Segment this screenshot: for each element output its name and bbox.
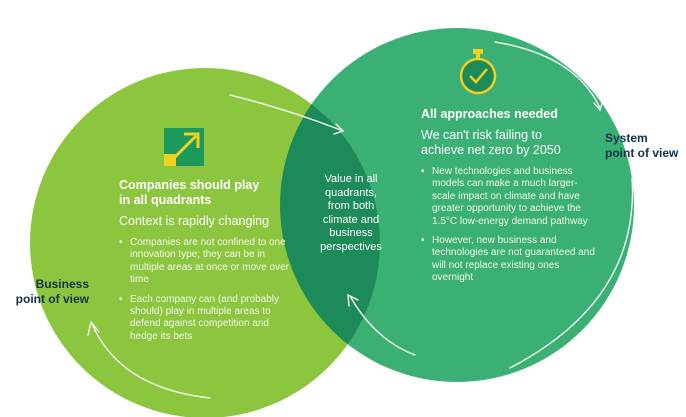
right-subheading-line2: achieve net zero by 2050	[421, 143, 561, 157]
stopwatch-icon	[459, 49, 497, 95]
business-label-line2: point of view	[15, 292, 89, 306]
overlap-line: climate and	[322, 213, 380, 226]
left-subheading: Context is rapidly changing	[119, 214, 270, 228]
overlap-line: perspectives	[320, 240, 382, 253]
right-bullet: New technologies and business models can…	[421, 166, 596, 228]
arrow-top-left	[229, 94, 344, 132]
system-point-of-view-label: System point of view	[605, 131, 685, 161]
business-label-line1: Business	[35, 277, 89, 291]
left-heading: Companies should play in all quadrants	[119, 178, 294, 208]
system-label-line2: point of view	[605, 146, 679, 160]
right-heading: All approaches needed	[421, 107, 558, 121]
arrow-bottom-left	[91, 323, 211, 399]
overlap-text: Value in all quadrants, from both climat…	[305, 173, 397, 254]
right-bullet-list: New technologies and business models can…	[421, 166, 596, 285]
business-text-block: Companies should play in all quadrants C…	[119, 178, 294, 350]
arrow-center-lower	[349, 295, 416, 356]
right-subheading-line1: We can't risk failing to	[421, 128, 542, 142]
arrow-top-right	[494, 41, 601, 109]
left-heading-line1: Companies should play	[119, 178, 260, 192]
left-heading-line2: in all quadrants	[119, 193, 212, 207]
arrow-square-icon	[164, 128, 204, 166]
system-label-line1: System	[605, 131, 648, 145]
left-bullet: Companies are not confined to one innova…	[119, 237, 294, 287]
overlap-line: quadrants,	[325, 186, 377, 199]
arrow-right-lower	[509, 177, 634, 369]
overlap-line: from both	[327, 200, 375, 212]
right-bullet: However, new business and technologies a…	[421, 235, 596, 285]
overlap-line: business	[329, 227, 373, 239]
left-bullet-list: Companies are not confined to one innova…	[119, 237, 294, 343]
overlap-line: Value in all	[324, 173, 378, 185]
right-subheading: We can't risk failing to achieve net zer…	[421, 128, 596, 158]
business-point-of-view-label: Business point of view	[14, 277, 89, 307]
left-bullet: Each company can (and probably should) p…	[119, 294, 294, 344]
system-text-block: All approaches needed We can't risk fail…	[421, 107, 596, 292]
